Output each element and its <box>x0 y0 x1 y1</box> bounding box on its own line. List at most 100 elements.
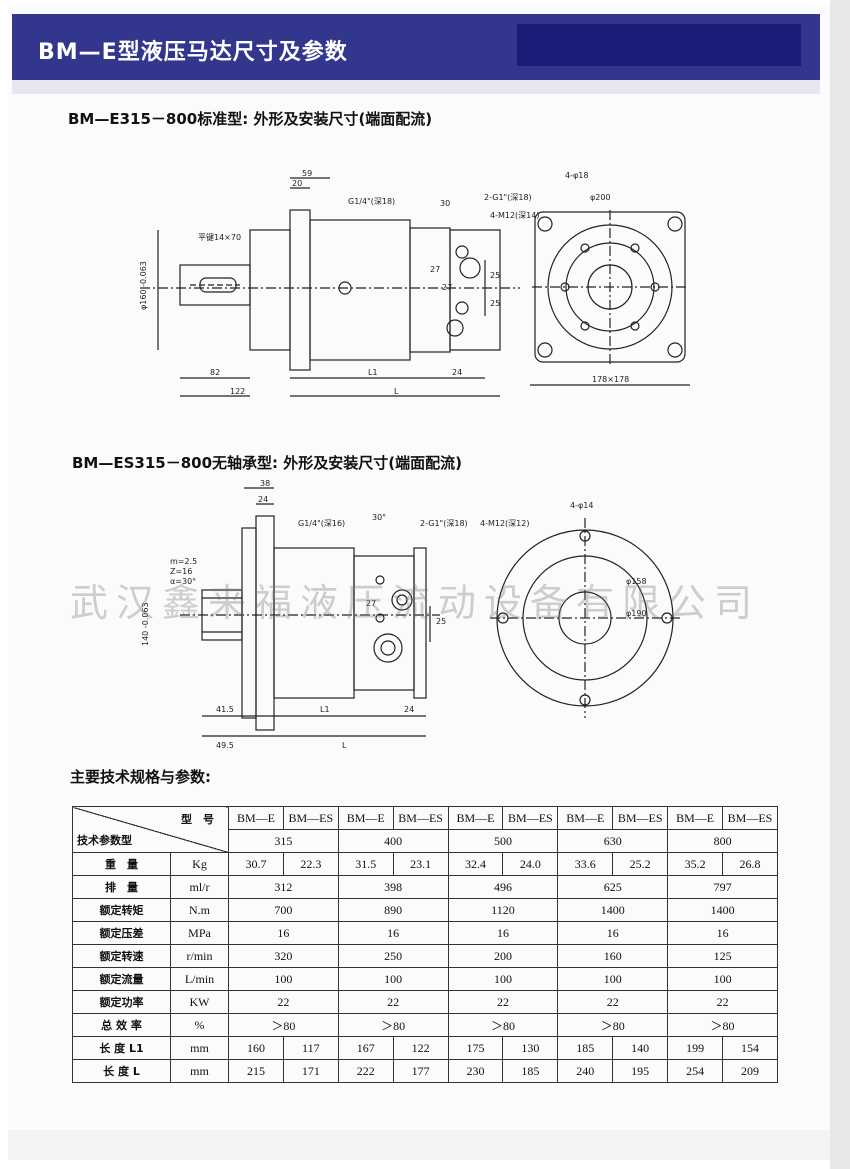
value-cell: ＞80 <box>337 1013 449 1037</box>
corner-model-label: 型 号 <box>181 813 214 826</box>
param-label: 排 量 <box>72 875 171 899</box>
dim-49-5: 49.5 <box>216 741 234 750</box>
value-cell: 160 <box>557 944 669 968</box>
value-cell: ＞80 <box>557 1013 669 1037</box>
dim-24a: 24 <box>258 495 268 504</box>
model-cell: BM—ES <box>612 806 669 830</box>
dim-24b: 24 <box>404 705 414 714</box>
value-cell: 35.2 <box>667 852 724 876</box>
param-unit: mm <box>170 1036 229 1060</box>
label-g1-es: 2-G1"(深18) <box>420 519 468 528</box>
header-underline <box>12 80 820 94</box>
param-unit: N.m <box>170 898 229 922</box>
value-cell: 797 <box>667 875 778 899</box>
dim-L: L <box>394 387 399 396</box>
watermark: 武汉鑫来福液压流动设备有限公司 <box>70 581 761 625</box>
label-m12: 4-M12(深14) <box>490 211 539 220</box>
value-cell: 32.4 <box>447 852 504 876</box>
spec-row: 总 效 率%＞80＞80＞80＞80＞80 <box>72 1013 778 1037</box>
param-unit: KW <box>170 990 229 1014</box>
value-cell: 177 <box>392 1059 449 1083</box>
value-cell: 117 <box>282 1036 339 1060</box>
value-cell: 125 <box>667 944 778 968</box>
dim-25a: 25 <box>490 271 500 280</box>
value-cell: 1120 <box>447 898 559 922</box>
param-unit: r/min <box>170 944 229 968</box>
dim-phi140: 140 -0.063 <box>141 602 150 646</box>
dim-27-es: 27 <box>366 599 376 608</box>
param-unit: L/min <box>170 967 229 991</box>
value-cell: 1400 <box>557 898 669 922</box>
dim-82: 82 <box>210 368 220 377</box>
size-cell: 315 <box>228 829 339 853</box>
value-cell: 16 <box>228 921 339 945</box>
header-banner: BM—E型液压马达尺寸及参数 <box>12 14 820 80</box>
section2-title: BM—ES315－800无轴承型: 外形及安装尺寸(端面配流) <box>72 454 462 472</box>
param-label: 额定功率 <box>72 990 171 1014</box>
value-cell: 199 <box>667 1036 724 1060</box>
value-cell: 496 <box>447 875 559 899</box>
dim-L1: L1 <box>368 368 378 377</box>
model-cell: BM—ES <box>392 806 449 830</box>
value-cell: 230 <box>447 1059 504 1083</box>
value-cell: 320 <box>228 944 339 968</box>
value-cell: 398 <box>337 875 449 899</box>
model-row: 型 号 技术参数型 BM—E BM—ES BM—E BM—ES BM—E BM—… <box>72 806 778 853</box>
model-cell: BM—E <box>667 806 724 830</box>
dim-phi190: φ190 <box>626 609 647 618</box>
model-cell: BM—E <box>447 806 504 830</box>
value-cell: 22.3 <box>282 852 339 876</box>
param-label: 额定流量 <box>72 967 171 991</box>
spec-title: 主要技术规格与参数: <box>70 768 211 786</box>
size-row: 315 400 500 630 800 <box>73 829 778 853</box>
spec-table: 型 号 技术参数型 BM—E BM—ES BM—E BM—ES BM—E BM—… <box>72 806 778 1083</box>
value-cell: 1400 <box>667 898 778 922</box>
value-cell: 625 <box>557 875 669 899</box>
param-unit: Kg <box>170 852 229 876</box>
param-unit: mm <box>170 1059 229 1083</box>
value-cell: 215 <box>228 1059 284 1083</box>
value-cell: 100 <box>667 967 778 991</box>
corner-cell: 型 号 技术参数型 <box>72 806 229 853</box>
value-cell: 22 <box>447 990 559 1014</box>
value-cell: 122 <box>392 1036 449 1060</box>
value-cell: 23.1 <box>392 852 449 876</box>
value-cell: 16 <box>667 921 778 945</box>
label-key: 平键14×70 <box>198 232 241 242</box>
page-edge <box>830 0 850 1169</box>
page-title: BM—E型液压马达尺寸及参数 <box>38 40 348 65</box>
dim-25-es: 25 <box>436 617 446 626</box>
value-cell: 22 <box>337 990 449 1014</box>
value-cell: 33.6 <box>557 852 614 876</box>
dim-phi158: φ158 <box>626 577 647 586</box>
value-cell: 890 <box>337 898 449 922</box>
model-cell: BM—E <box>557 806 614 830</box>
value-cell: 16 <box>337 921 449 945</box>
model-cell: BM—ES <box>282 806 339 830</box>
dim-L-es: L <box>342 741 347 750</box>
value-cell: ＞80 <box>447 1013 559 1037</box>
value-cell: 24.0 <box>502 852 559 876</box>
param-label: 总 效 率 <box>72 1013 171 1037</box>
spline-z: Z=16 <box>170 567 192 576</box>
dim-L1-es: L1 <box>320 705 330 714</box>
value-cell: 209 <box>722 1059 778 1083</box>
param-unit: % <box>170 1013 229 1037</box>
model-cell: BM—ES <box>502 806 559 830</box>
dim-phi160: φ160 -0.063 <box>140 261 148 310</box>
value-cell: 250 <box>337 944 449 968</box>
label-holes14: 4-φ14 <box>570 501 593 510</box>
value-cell: 100 <box>337 967 449 991</box>
param-label: 额定转速 <box>72 944 171 968</box>
value-cell: 22 <box>228 990 339 1014</box>
dim-178: 178×178 <box>592 375 629 384</box>
dim-38: 38 <box>260 479 270 488</box>
bm-e-drawing: 59 20 G1/4"(深18) 30 2-G1"(深18) 4-M12(深14… <box>140 169 690 397</box>
value-cell: 26.8 <box>722 852 778 876</box>
value-cell: 31.5 <box>337 852 394 876</box>
